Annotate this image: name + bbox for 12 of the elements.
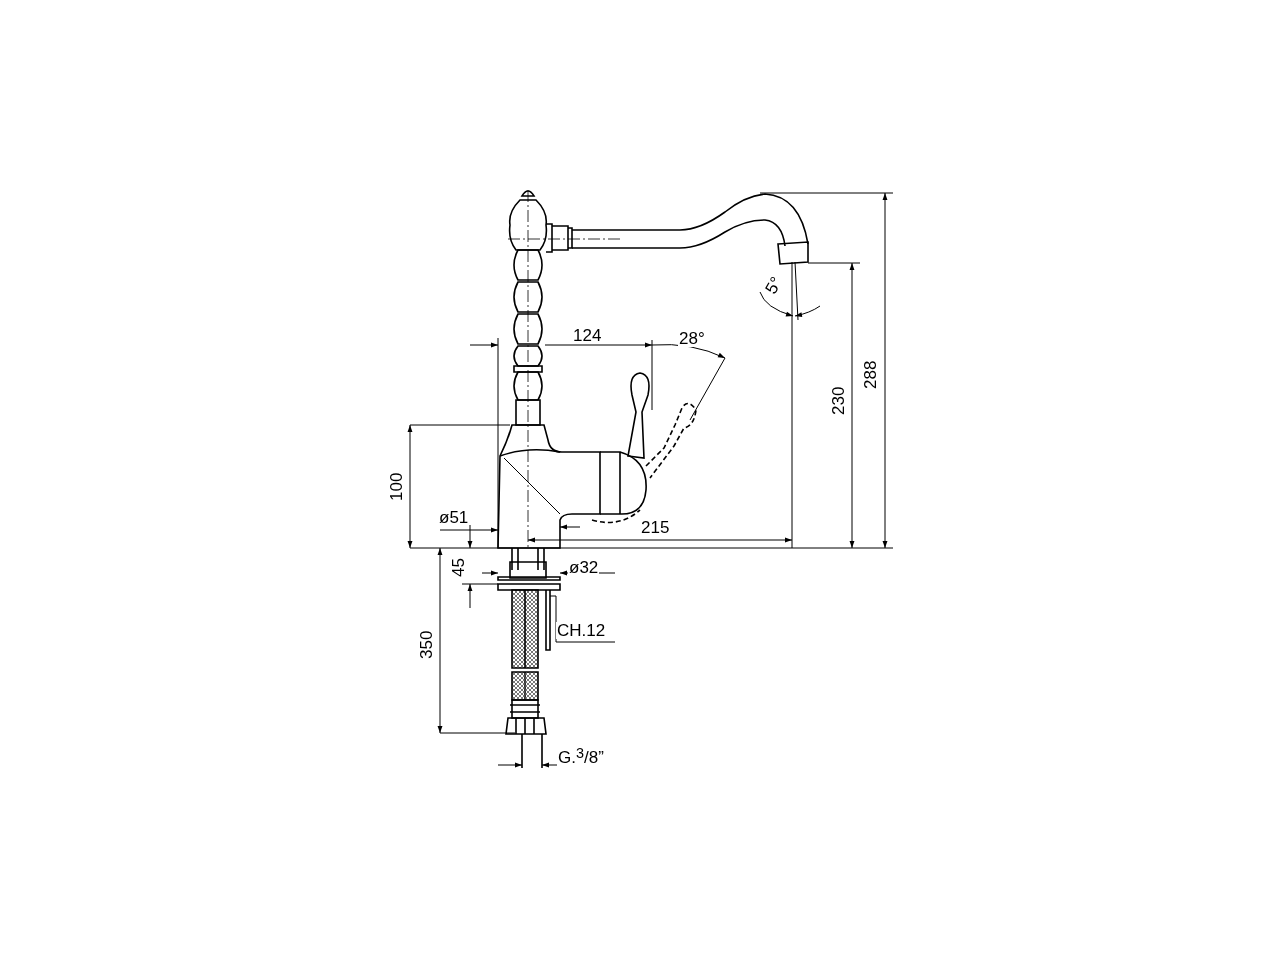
dimension-label: 288 xyxy=(862,359,879,390)
dimension-label: 230 xyxy=(830,385,847,416)
dimension-label: 215 xyxy=(640,519,671,536)
dimension-label: 350 xyxy=(418,629,435,660)
dimension-label: CH.12 xyxy=(556,622,607,639)
dimension-label: G.$^{3}$/8” xyxy=(557,746,605,767)
dimension-label: 100 xyxy=(388,471,405,502)
dimension-label: ø51 xyxy=(438,509,470,526)
dimension-label: ø32 xyxy=(568,559,600,576)
dimension-label: 124 xyxy=(572,327,603,344)
dimension-label: 28° xyxy=(678,330,706,347)
dimension-label: 45 xyxy=(450,557,467,578)
